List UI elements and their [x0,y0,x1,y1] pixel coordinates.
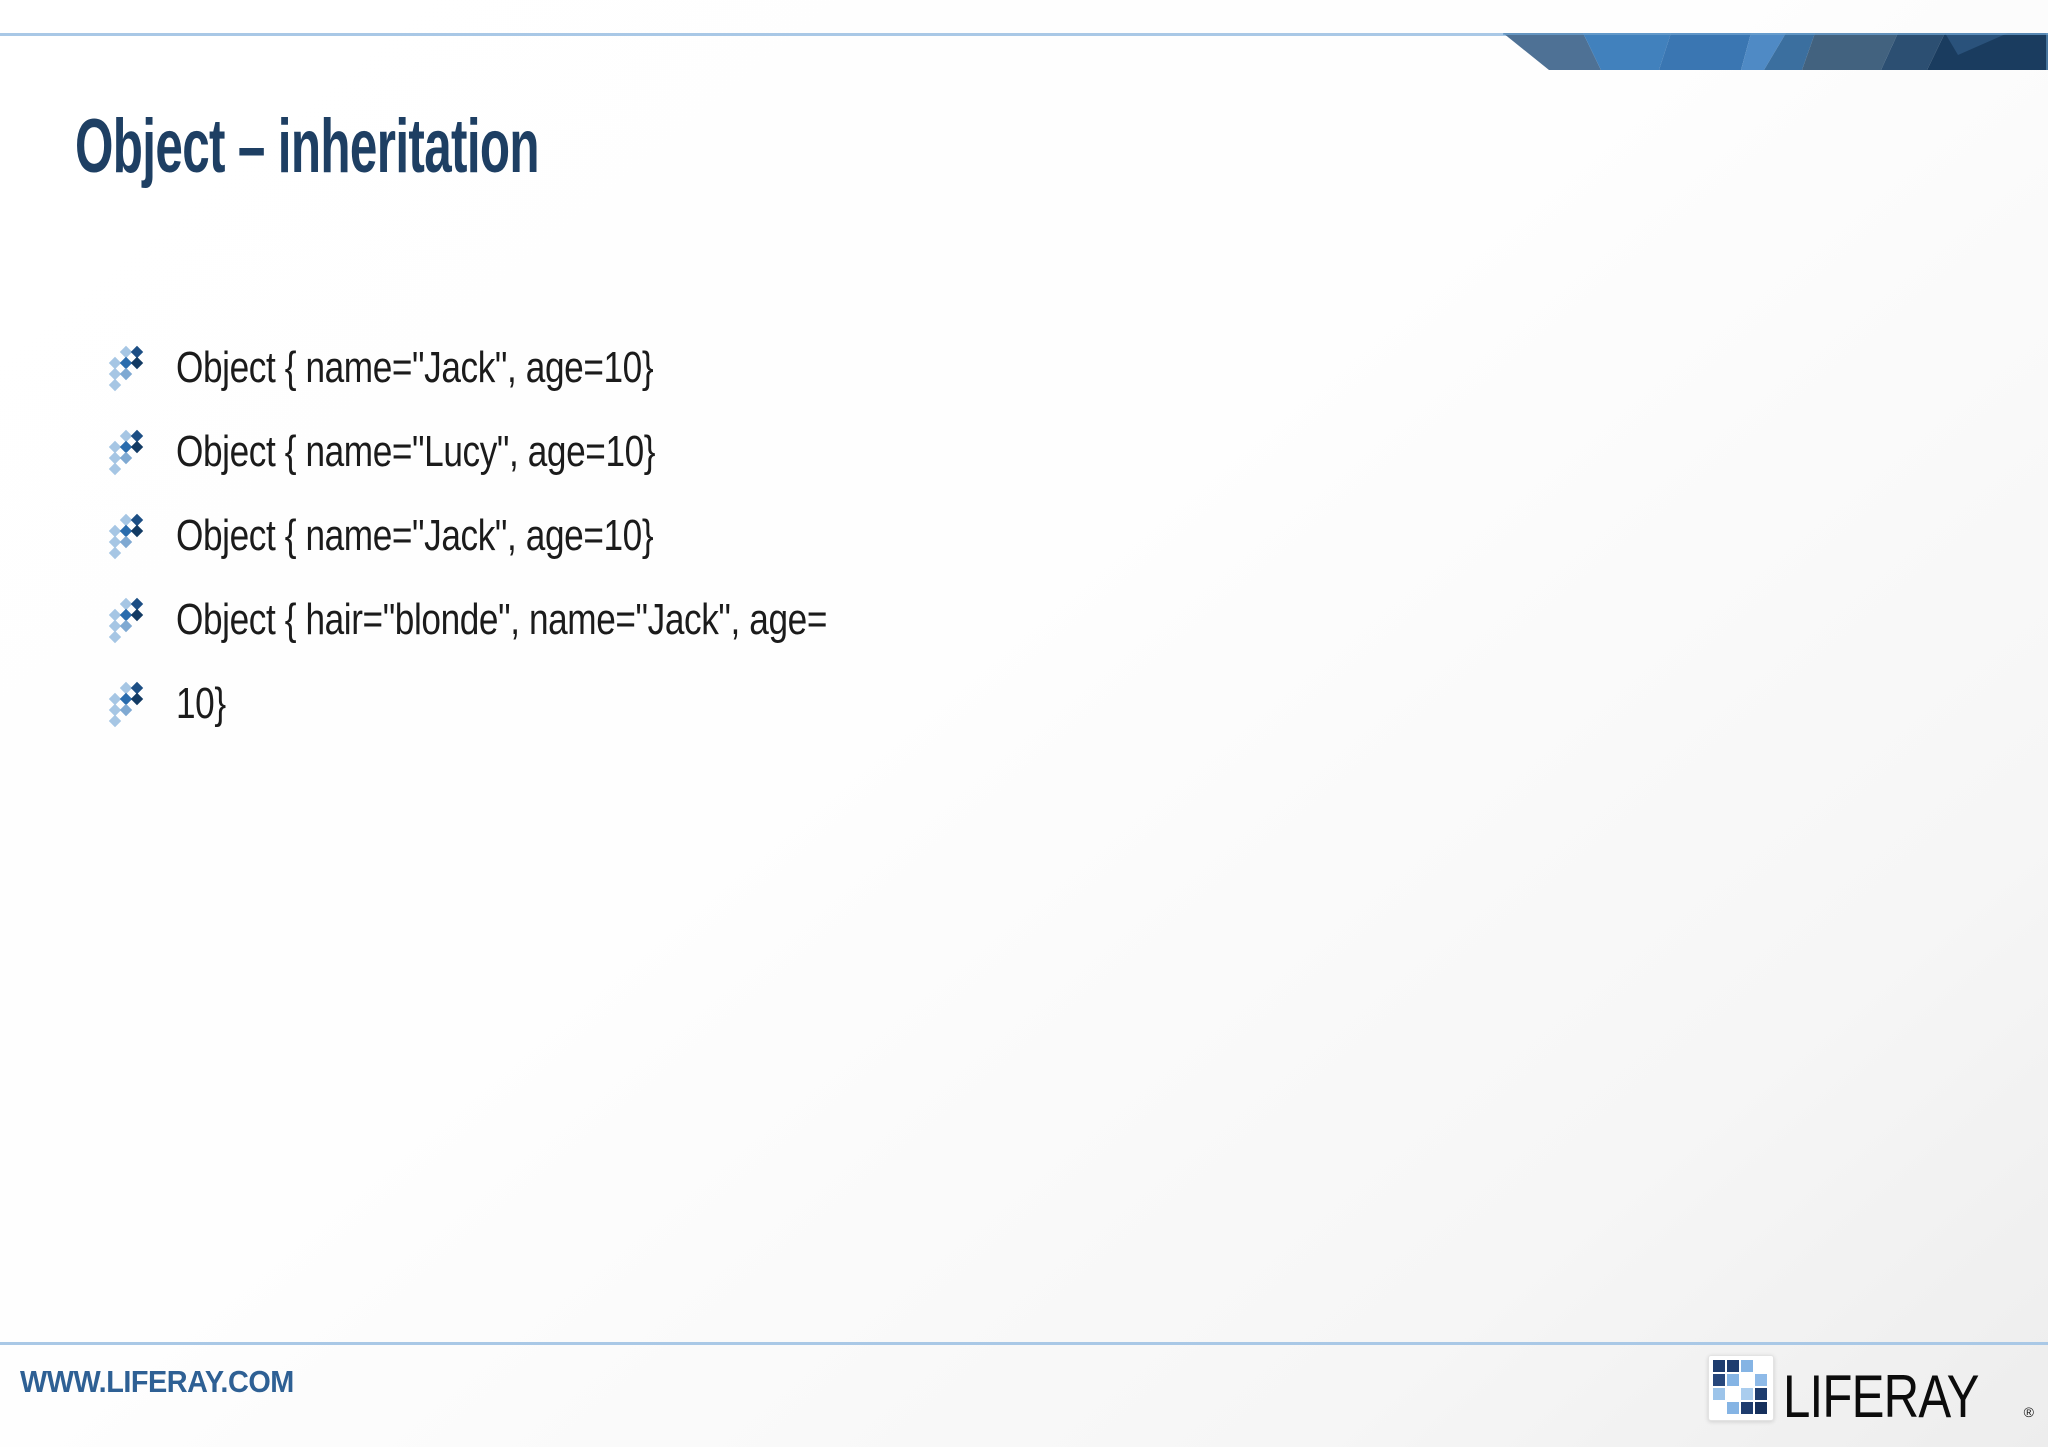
bullet-item: Object { hair="blonde", name="Jack", age… [108,578,990,662]
bullet-text: Object { name="Jack", age=10} [176,511,654,560]
diamond-chevron-icon [108,513,144,560]
diamond-chevron-icon [108,681,144,728]
bullet-text: Object { name="Lucy", age=10} [176,427,656,476]
slide-title: Object – inheritation [75,104,540,189]
bullet-item: 10} [108,662,990,746]
liferay-wordmark: LIFERAY [1783,1363,1979,1431]
bullet-text: Object { hair="blonde", name="Jack", age… [176,595,827,644]
diamond-chevron-icon [108,429,144,476]
corner-banner-graphic [1503,33,2048,70]
footer-website-text: WWW.LIFERAY.COM [20,1364,294,1399]
bullet-list: Object { name="Jack", age=10} Object { n… [108,326,990,746]
diamond-chevron-icon [108,597,144,644]
bullet-text: 10} [176,679,226,728]
bullet-item: Object { name="Jack", age=10} [108,326,990,410]
bullet-item: Object { name="Jack", age=10} [108,494,990,578]
liferay-logo: LIFERAY ® [1708,1355,2034,1431]
bullet-text: Object { name="Jack", age=10} [176,343,654,392]
liferay-mosaic-grid [1713,1360,1768,1414]
top-accent-rule [0,33,2048,36]
bullet-item: Object { name="Lucy", age=10} [108,410,990,494]
registered-trademark-symbol: ® [2023,1404,2034,1420]
diamond-chevron-icon [108,345,144,392]
footer-accent-rule [0,1342,2048,1345]
liferay-mosaic-icon [1708,1355,1775,1421]
